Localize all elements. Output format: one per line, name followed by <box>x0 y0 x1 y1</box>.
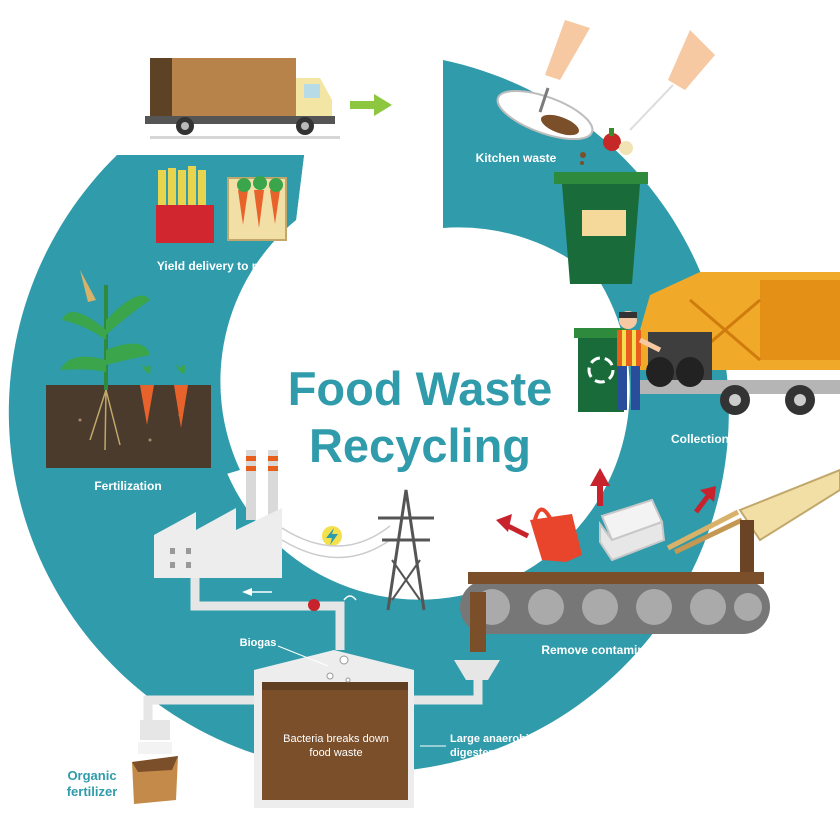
power-lines <box>281 525 391 559</box>
lightning-icon <box>322 526 342 546</box>
corn-crate-icon <box>156 166 214 243</box>
green-bin-icon <box>554 172 648 284</box>
chopsticks-icon <box>666 509 744 555</box>
title-line-1: Food Waste <box>288 362 553 415</box>
conveyor-belt-icon <box>460 468 840 652</box>
label-collection: Collection <box>671 432 729 446</box>
label-digester-1: Large anaerobic <box>450 733 535 745</box>
soil-bed <box>46 385 211 468</box>
fertilizer-bag-icon <box>132 720 178 804</box>
arrow-right-icon <box>350 94 392 116</box>
label-bacteria-2: food waste <box>309 747 362 759</box>
recycle-bin-icon <box>574 328 628 412</box>
power-tower-icon <box>378 489 434 611</box>
hand-icon <box>545 20 715 131</box>
label-remove-contaminant: Remove contaminant <box>541 643 662 657</box>
plant-icon <box>60 270 150 451</box>
delivery-truck-icon <box>145 58 340 139</box>
digester-tank-icon <box>254 650 414 808</box>
label-power-generation-1: Power <box>314 487 350 501</box>
label-biogas: Biogas <box>240 637 277 649</box>
label-digester-2: digester <box>450 747 494 759</box>
arrow-upright-icon <box>694 486 716 514</box>
garbage-truck-icon <box>640 272 840 415</box>
label-yield-delivery: Yield delivery to market <box>157 259 291 273</box>
arrow-upleft-icon <box>496 514 530 539</box>
label-organic-fertilizer-1: Organic <box>67 768 116 783</box>
foam-box-icon <box>599 498 666 562</box>
label-power-generation-2: generation <box>301 503 362 517</box>
title-line-2: Recycling <box>309 419 531 472</box>
food-scraps-icon <box>580 128 633 165</box>
factory-icon <box>154 450 282 578</box>
label-bacteria-1: Bacteria breaks down <box>283 733 389 745</box>
plastic-bag-icon <box>530 507 582 562</box>
worker-icon <box>617 311 662 410</box>
carrot-icon <box>140 364 188 428</box>
label-kitchen-waste: Kitchen waste <box>476 151 557 165</box>
plate-icon <box>496 87 594 141</box>
label-fertilization: Fertilization <box>94 479 161 493</box>
arrow-up-icon <box>590 468 610 506</box>
label-organic-fertilizer-2: fertilizer <box>67 784 118 799</box>
carrot-crate-icon <box>227 176 287 241</box>
